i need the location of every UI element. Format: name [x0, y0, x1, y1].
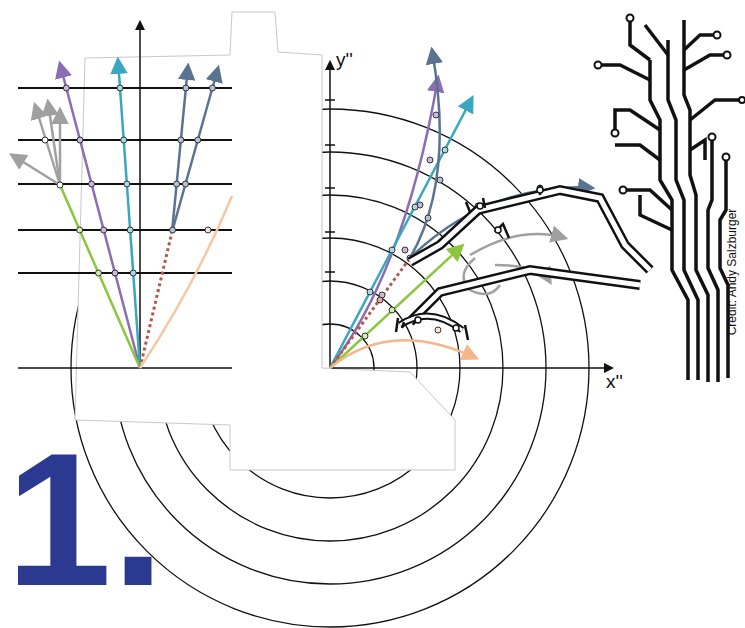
- x-axis: [330, 367, 612, 369]
- circuit-tree: [600, 20, 740, 382]
- circuit-pads: [595, 15, 745, 194]
- y-axis: [329, 62, 331, 368]
- robot-arm: [396, 185, 650, 340]
- axis-label: x'': [606, 372, 623, 391]
- base-line: [18, 367, 232, 369]
- axis-ticks: [325, 100, 335, 272]
- ray-fan: [12, 60, 232, 368]
- axis-label: y'': [336, 50, 353, 69]
- intersection-dots: [362, 112, 543, 339]
- section-number: 1.: [6, 424, 164, 614]
- intersection-dots: [42, 85, 215, 276]
- axis-line: [139, 22, 141, 368]
- credit-note: Credit: Andy Salzburger: [726, 209, 738, 336]
- grid-lines: [18, 88, 232, 273]
- trajectory-curves: [330, 50, 592, 368]
